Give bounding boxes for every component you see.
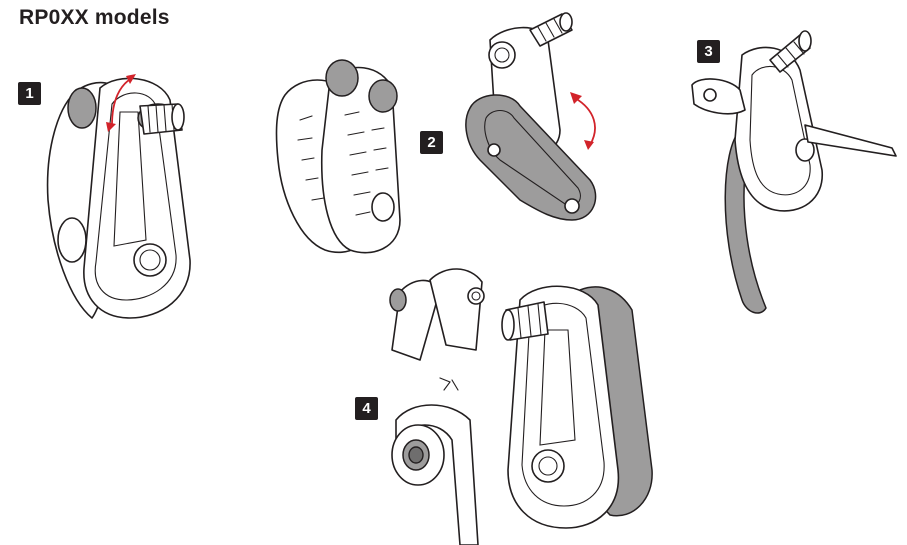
step-4-badge: 4 [355, 397, 378, 420]
page-title: RP0XX models [19, 6, 170, 29]
step-2-badge: 2 [420, 131, 443, 154]
step-4-reassembly-illustration [389, 268, 653, 545]
step-3-rope-illustration [691, 30, 897, 314]
step-1-pulley-illustration [46, 74, 191, 319]
step-2-swing-plate-illustration [465, 12, 597, 221]
step-2-open-pulley-illustration [275, 59, 401, 254]
step-3-badge: 3 [697, 40, 720, 63]
step-1-badge: 1 [18, 82, 41, 105]
